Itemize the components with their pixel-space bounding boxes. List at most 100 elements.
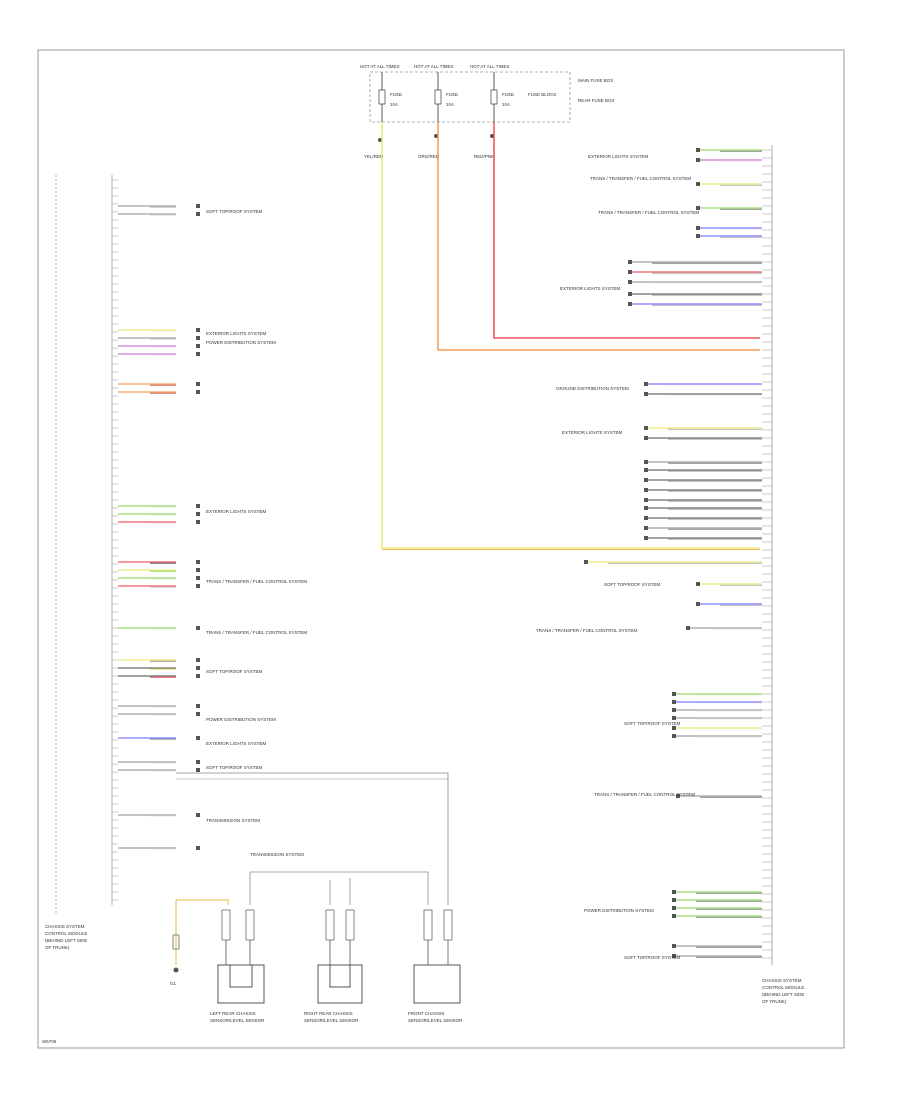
connector-pin — [672, 914, 676, 918]
left-system-labels: SOFT TOP/ROOF SYSTEM EXTERIOR LIGHTS SYS… — [206, 209, 307, 857]
connector-pin — [644, 506, 648, 510]
left-control-module: CHASSIS SYSTEM CONTROL MODULE (BEHIND LE… — [45, 175, 200, 950]
wire-label-orange: ORG/RED — [418, 154, 440, 159]
connector-pin — [196, 352, 200, 356]
ground-label: G1 — [170, 981, 177, 986]
connector-pin — [196, 712, 200, 716]
power-wire-red — [493, 122, 760, 339]
sensor-label: SENSOR/LEVEL SENSOR — [210, 1018, 265, 1023]
svg-text:10A: 10A — [390, 102, 398, 107]
right-system-label: EXTERIOR LIGHTS SYSTEM — [560, 286, 621, 291]
connector-pin — [672, 700, 676, 704]
connector-pin — [672, 906, 676, 910]
fuse-connector-stubs — [378, 134, 494, 142]
connector-pin — [628, 280, 632, 284]
connector-pin — [644, 426, 648, 430]
svg-text:10A: 10A — [446, 102, 454, 107]
connector-pin — [696, 158, 700, 162]
connector-pin — [196, 504, 200, 508]
fuse-block-legend-rear: REAR FUSE BOX — [578, 98, 615, 103]
connector-pin — [196, 212, 200, 216]
connector-pin — [696, 206, 700, 210]
connector-pin — [196, 760, 200, 764]
ground-wire-yellow — [175, 899, 229, 905]
connector-pin — [196, 344, 200, 348]
right-module-pin-column — [762, 149, 772, 959]
connector-pin — [696, 226, 700, 230]
sensor-front: FRONT CHASSIS SENSOR/LEVEL SENSOR — [408, 909, 463, 1023]
fuse-block-legend: FUSE BLOCK — [528, 92, 557, 97]
left-module-label: CHASSIS SYSTEM — [45, 924, 85, 929]
connector-pin — [672, 726, 676, 730]
connector-pin — [196, 666, 200, 670]
sensor-label: SENSOR/LEVEL SENSOR — [304, 1018, 359, 1023]
left-system-label: TRANSMISSION SYSTEM — [250, 852, 304, 857]
fuse-block: HOT AT ALL TIMES HOT AT ALL TIMES HOT AT… — [360, 64, 615, 159]
connector-pin — [644, 382, 648, 386]
sensor-label: SENSOR/LEVEL SENSOR — [408, 1018, 463, 1023]
connector-pin — [628, 292, 632, 296]
fuse-block-legend-main: MAIN FUSE BOX — [578, 78, 613, 83]
fuse-feed-label: HOT AT ALL TIMES — [414, 64, 454, 69]
right-module-label: OF TRUNK) — [762, 999, 787, 1004]
wire-label-yellow: YEL/RED — [364, 154, 384, 159]
left-module-pin-column — [112, 179, 118, 901]
connector-pin — [196, 846, 200, 850]
connector-pin — [628, 260, 632, 264]
connector-pin — [196, 736, 200, 740]
connector-pin — [196, 328, 200, 332]
connector-pin — [196, 390, 200, 394]
fuse-feed-label: HOT AT ALL TIMES — [470, 64, 510, 69]
sensor-label: RIGHT REAR CHASSIS — [304, 1011, 353, 1016]
sensor-right-rear: RIGHT REAR CHASSIS SENSOR/LEVEL SENSOR — [304, 909, 363, 1023]
connector-pin — [644, 516, 648, 520]
right-system-label: SOFT TOP/ROOF SYSTEM — [624, 721, 681, 726]
right-system-label: TRANS / TRANSFER / FUEL CONTROL SYSTEM — [536, 628, 637, 633]
connector-pin — [584, 560, 588, 564]
connector-pin — [672, 692, 676, 696]
connector-pin — [696, 148, 700, 152]
connector-pin — [644, 436, 648, 440]
svg-text:10A: 10A — [502, 102, 510, 107]
connector-pin — [672, 944, 676, 948]
connector-pin — [196, 204, 200, 208]
fuse-3: FUSE 10A — [490, 72, 514, 122]
ground-symbol: G1 — [170, 905, 180, 986]
right-module-label: CONTROL MODULE — [762, 985, 804, 990]
connector-pin — [686, 626, 690, 630]
connector-pin — [644, 488, 648, 492]
left-system-label: EXTERIOR LIGHTS SYSTEM — [206, 509, 267, 514]
fuse-feed-label: HOT AT ALL TIMES — [360, 64, 400, 69]
connector-pin — [196, 568, 200, 572]
connector-pin — [196, 576, 200, 580]
right-system-label: TRANS / TRANSFER / FUEL CONTROL SYSTEM — [590, 176, 691, 181]
right-system-label: TRANS / TRANSFER / FUEL CONTROL SYSTEM — [598, 210, 699, 215]
svg-text:FUSE: FUSE — [502, 92, 514, 97]
connector-pin — [196, 768, 200, 772]
right-system-label: SOFT TOP/ROOF SYSTEM — [624, 955, 681, 960]
svg-text:FUSE: FUSE — [446, 92, 458, 97]
connector-pin — [196, 626, 200, 630]
connector-pin — [196, 584, 200, 588]
right-system-labels: EXTERIOR LIGHTS SYSTEM TRANS / TRANSFER … — [536, 154, 699, 960]
right-system-label: SOFT TOP/ROOF SYSTEM — [604, 582, 661, 587]
connector-pin — [672, 890, 676, 894]
left-system-label: SOFT TOP/ROOF SYSTEM — [206, 209, 263, 214]
right-system-label: EXTERIOR LIGHTS SYSTEM — [562, 430, 623, 435]
connector-pin — [628, 302, 632, 306]
right-system-label: EXTERIOR LIGHTS SYSTEM — [588, 154, 649, 159]
connector-pin — [672, 898, 676, 902]
connector-pin — [696, 602, 700, 606]
power-wire-orange — [437, 122, 760, 351]
connector-pin — [196, 704, 200, 708]
svg-text:FUSE: FUSE — [390, 92, 402, 97]
connector-pin — [696, 234, 700, 238]
connector-pin — [196, 560, 200, 564]
connector-pin — [644, 526, 648, 530]
right-control-module: CHASSIS SYSTEM CONTROL MODULE (BEHIND LE… — [584, 145, 804, 1004]
connector-pin — [672, 716, 676, 720]
power-wire-yellow — [381, 122, 760, 549]
left-module-label: (BEHIND LEFT SIDE — [45, 938, 87, 943]
connector-pin — [644, 498, 648, 502]
